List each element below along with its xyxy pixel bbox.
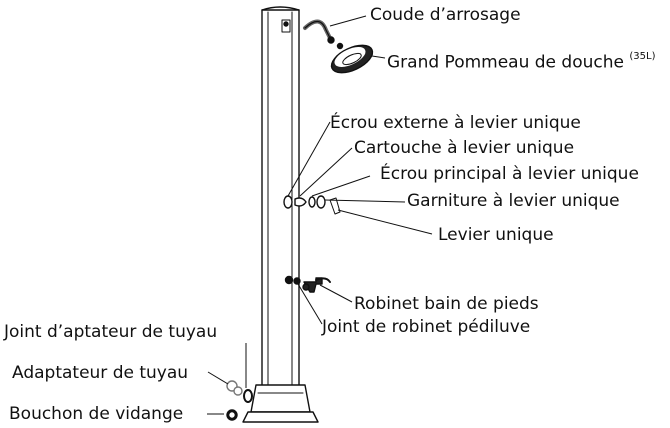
label-pommeau-note: (35L) bbox=[629, 51, 656, 62]
label-levier: Levier unique bbox=[438, 225, 554, 245]
leader-robinet bbox=[319, 284, 353, 303]
label-joint-adaptateur: Joint d’aptateur de tuyau bbox=[4, 322, 218, 342]
column-base bbox=[250, 384, 311, 413]
label-ecrou-externe: Écrou externe à levier unique bbox=[330, 113, 581, 133]
base-plate bbox=[242, 411, 319, 423]
lever-cartridge bbox=[294, 197, 307, 207]
label-pommeau: Grand Pommeau de douche (35L) bbox=[387, 49, 656, 73]
label-bouchon: Bouchon de vidange bbox=[9, 404, 184, 424]
label-robinet: Robinet bain de pieds bbox=[354, 294, 539, 314]
leader-levier bbox=[337, 209, 433, 235]
label-cartouche: Cartouche à levier unique bbox=[354, 138, 575, 158]
leader-coude bbox=[329, 15, 367, 27]
leader-joint-robinet bbox=[297, 283, 323, 325]
tap-joint bbox=[293, 277, 301, 285]
leader-pommeau bbox=[371, 55, 386, 59]
leader-ecrou-externe bbox=[287, 121, 331, 197]
label-coude: Coude d’arrosage bbox=[370, 5, 521, 25]
leader-cartouche bbox=[299, 147, 353, 197]
label-ecrou-principal: Écrou principal à levier unique bbox=[380, 164, 639, 184]
top-indicator bbox=[281, 19, 291, 33]
single-lever bbox=[329, 197, 341, 215]
lever-outer-nut bbox=[283, 195, 293, 209]
elbow-washer bbox=[336, 42, 344, 50]
tap-joint-dark bbox=[284, 275, 294, 285]
label-adaptateur: Adaptateur de tuyau bbox=[12, 363, 189, 383]
leader-adaptateur bbox=[207, 371, 229, 385]
hose-adapter-joint bbox=[243, 389, 253, 403]
elbow-ring bbox=[327, 36, 335, 44]
label-joint-robinet: Joint de robinet pédiluve bbox=[322, 317, 531, 337]
leader-garniture bbox=[324, 199, 406, 203]
label-pommeau-text: Grand Pommeau de douche bbox=[387, 52, 624, 73]
lever-trim bbox=[316, 195, 326, 209]
column-top bbox=[261, 6, 300, 11]
lever-main-nut bbox=[308, 196, 316, 208]
label-garniture: Garniture à levier unique bbox=[407, 191, 620, 211]
leader-ecrou-principal bbox=[311, 175, 371, 197]
